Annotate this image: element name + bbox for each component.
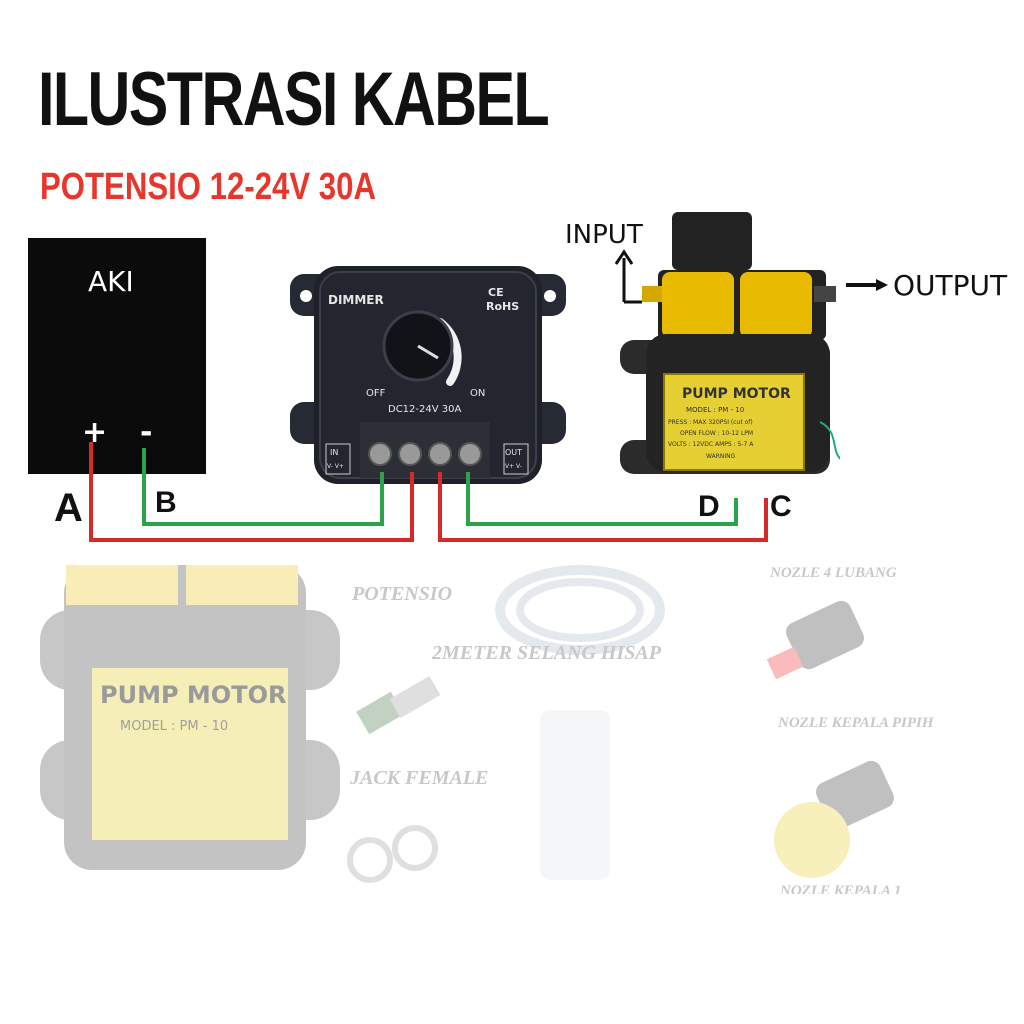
faded-pump-image [40, 565, 340, 870]
faded-nozle4-image [766, 600, 864, 680]
terminal-label-b: B [155, 486, 177, 519]
ce-mark: CE [488, 286, 504, 299]
faded-pump-brand: PUMP MOTOR [100, 681, 286, 709]
terminal-label-d: D [698, 490, 720, 523]
battery-plus-terminal: + [82, 415, 108, 450]
out-label: OUT [505, 448, 522, 457]
dimmer-module: DIMMER CE RoHS OFF ON DC12-24V 30A IN V-… [290, 266, 566, 484]
battery [28, 238, 206, 474]
faded-clamp-image [347, 825, 438, 883]
battery-minus-terminal: - [140, 415, 153, 450]
faded-label-potensio: POTENSIO [352, 583, 453, 605]
rating-label: DC12-24V 30A [388, 404, 461, 415]
off-label: OFF [366, 388, 386, 399]
pump-motor: PUMP MOTOR MODEL : PM - 10 PRESS : MAX 3… [620, 212, 840, 474]
faded-pump-model: MODEL : PM - 10 [120, 719, 228, 734]
faded-label-nozle4: NOZLE 4 LUBANG [770, 565, 897, 581]
terminal-block [360, 422, 490, 478]
dimmer-name: DIMMER [328, 293, 384, 307]
rohs-mark: RoHS [486, 300, 519, 313]
in-pins: V- V+ [327, 463, 344, 470]
faded-label-selang: 2METER SELANG HISAP [432, 642, 661, 664]
page-title: ILUSTRASI KABEL [38, 57, 550, 142]
flow-arrows [614, 249, 888, 304]
wire-d-negative [466, 472, 738, 526]
terminal-label-c: C [770, 490, 792, 523]
pump-flow: OPEN FLOW : 10-12 LPM [680, 430, 753, 437]
in-label: IN [330, 448, 338, 457]
faded-jack-image [356, 675, 441, 735]
wire-b-negative [142, 448, 384, 526]
pump-output-label: OUTPUT [893, 269, 1008, 302]
faded-hose-image [495, 565, 665, 655]
faded-label-jack: JACK FEMALE [350, 767, 489, 789]
faded-label-nozle1: NOZLE KEPALA 1 [780, 884, 902, 894]
battery-label: AKI [88, 265, 134, 298]
out-pins: V+ V- [505, 463, 522, 470]
faded-filter-image [540, 710, 610, 880]
pump-input-label: INPUT [565, 220, 643, 250]
wire-a-positive [89, 442, 414, 542]
faded-label-nozle-pipih: NOZLE KEPALA PIPIH [778, 715, 934, 731]
pump-press: PRESS : MAX 320PSI (cut of) [668, 419, 753, 426]
pump-volts: VOLTS : 12VDC AMPS : 5-7 A [668, 441, 754, 448]
faded-nozle-pipih-image [774, 760, 894, 878]
pump-warning: WARNING [706, 453, 736, 460]
wire-c-positive [438, 472, 768, 542]
pump-model: MODEL : PM - 10 [686, 406, 744, 414]
on-label: ON [470, 388, 485, 399]
pump-brand: PUMP MOTOR [682, 386, 791, 402]
page-subtitle: POTENSIO 12-24V 30A [40, 166, 376, 208]
terminal-label-a: A [54, 486, 83, 530]
